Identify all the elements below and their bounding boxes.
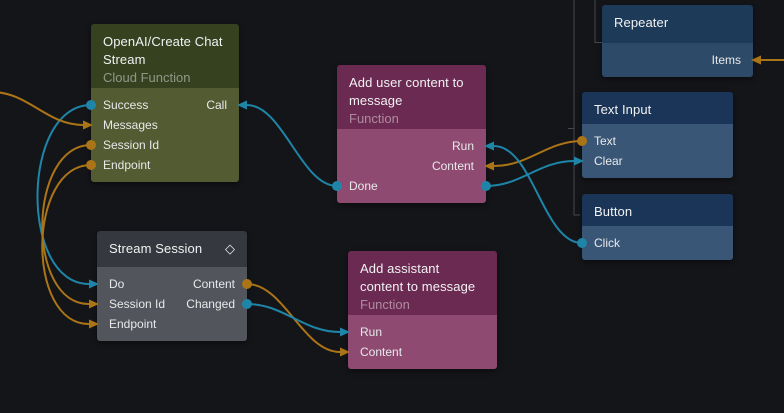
node-title: Repeater: [614, 15, 669, 30]
node-title: OpenAI/Create Chat Stream: [103, 34, 223, 67]
port-row: Session Id: [91, 135, 239, 155]
port-text_input-clear[interactable]: Clear: [594, 154, 623, 168]
port-openai-success[interactable]: Success: [103, 98, 149, 112]
node-title: Add assistant content to message: [360, 261, 476, 294]
port-openai-session_id[interactable]: Session Id: [103, 138, 160, 152]
port-stream-changed[interactable]: Changed: [186, 297, 235, 311]
port-openai-messages[interactable]: Messages: [103, 118, 158, 132]
port-openai-endpoint[interactable]: Endpoint: [103, 158, 151, 172]
port-openai-call[interactable]: Call: [206, 98, 227, 112]
port-text_input-text[interactable]: Text: [594, 134, 617, 148]
port-row: Clear: [582, 151, 733, 171]
node-subtitle: Cloud Function: [103, 70, 191, 85]
port-row: Content: [337, 156, 486, 176]
node-subtitle: Function: [349, 111, 399, 126]
port-row: Text: [582, 131, 733, 151]
node-header[interactable]: Button: [582, 194, 733, 226]
node-header[interactable]: Repeater: [602, 5, 753, 43]
port-row: Done: [337, 176, 486, 196]
port-row: Items: [602, 50, 753, 70]
port-button-click[interactable]: Click: [594, 236, 620, 250]
port-add_assistant-run[interactable]: Run: [360, 325, 383, 339]
port-row: Click: [582, 233, 733, 253]
port-add_user-content[interactable]: Content: [431, 159, 474, 173]
port-row: Content: [348, 342, 497, 362]
port-add_user-run[interactable]: Run: [451, 139, 474, 153]
port-row: Run: [337, 136, 486, 156]
port-row: Do Content: [97, 274, 247, 294]
node-title: Stream Session: [109, 241, 203, 256]
node-title: Add user content to message: [349, 75, 464, 108]
port-stream-content[interactable]: Content: [192, 277, 235, 291]
port-row: Success Call: [91, 95, 239, 115]
node-header[interactable]: Stream Session ◇: [97, 231, 247, 267]
node-body: Click: [582, 226, 733, 260]
node-title: Button: [594, 204, 633, 219]
port-row: Run: [348, 322, 497, 342]
port-row: Endpoint: [97, 314, 247, 334]
node-subtitle: Function: [360, 297, 410, 312]
port-repeater-items[interactable]: Items: [711, 53, 741, 67]
node-header[interactable]: Text Input: [582, 92, 733, 124]
node-title: Text Input: [594, 102, 652, 117]
port-row: Endpoint: [91, 155, 239, 175]
node-body: Items: [602, 43, 753, 77]
port-add_assistant-content[interactable]: Content: [360, 345, 403, 359]
port-stream-session_id[interactable]: Session Id: [109, 297, 166, 311]
port-add_user-done[interactable]: Done: [349, 179, 378, 193]
port-row: Messages: [91, 115, 239, 135]
port-row: Session Id Changed: [97, 294, 247, 314]
port-stream-do[interactable]: Do: [109, 277, 125, 291]
diamond-icon: ◇: [225, 241, 235, 256]
port-stream-endpoint[interactable]: Endpoint: [109, 317, 157, 331]
